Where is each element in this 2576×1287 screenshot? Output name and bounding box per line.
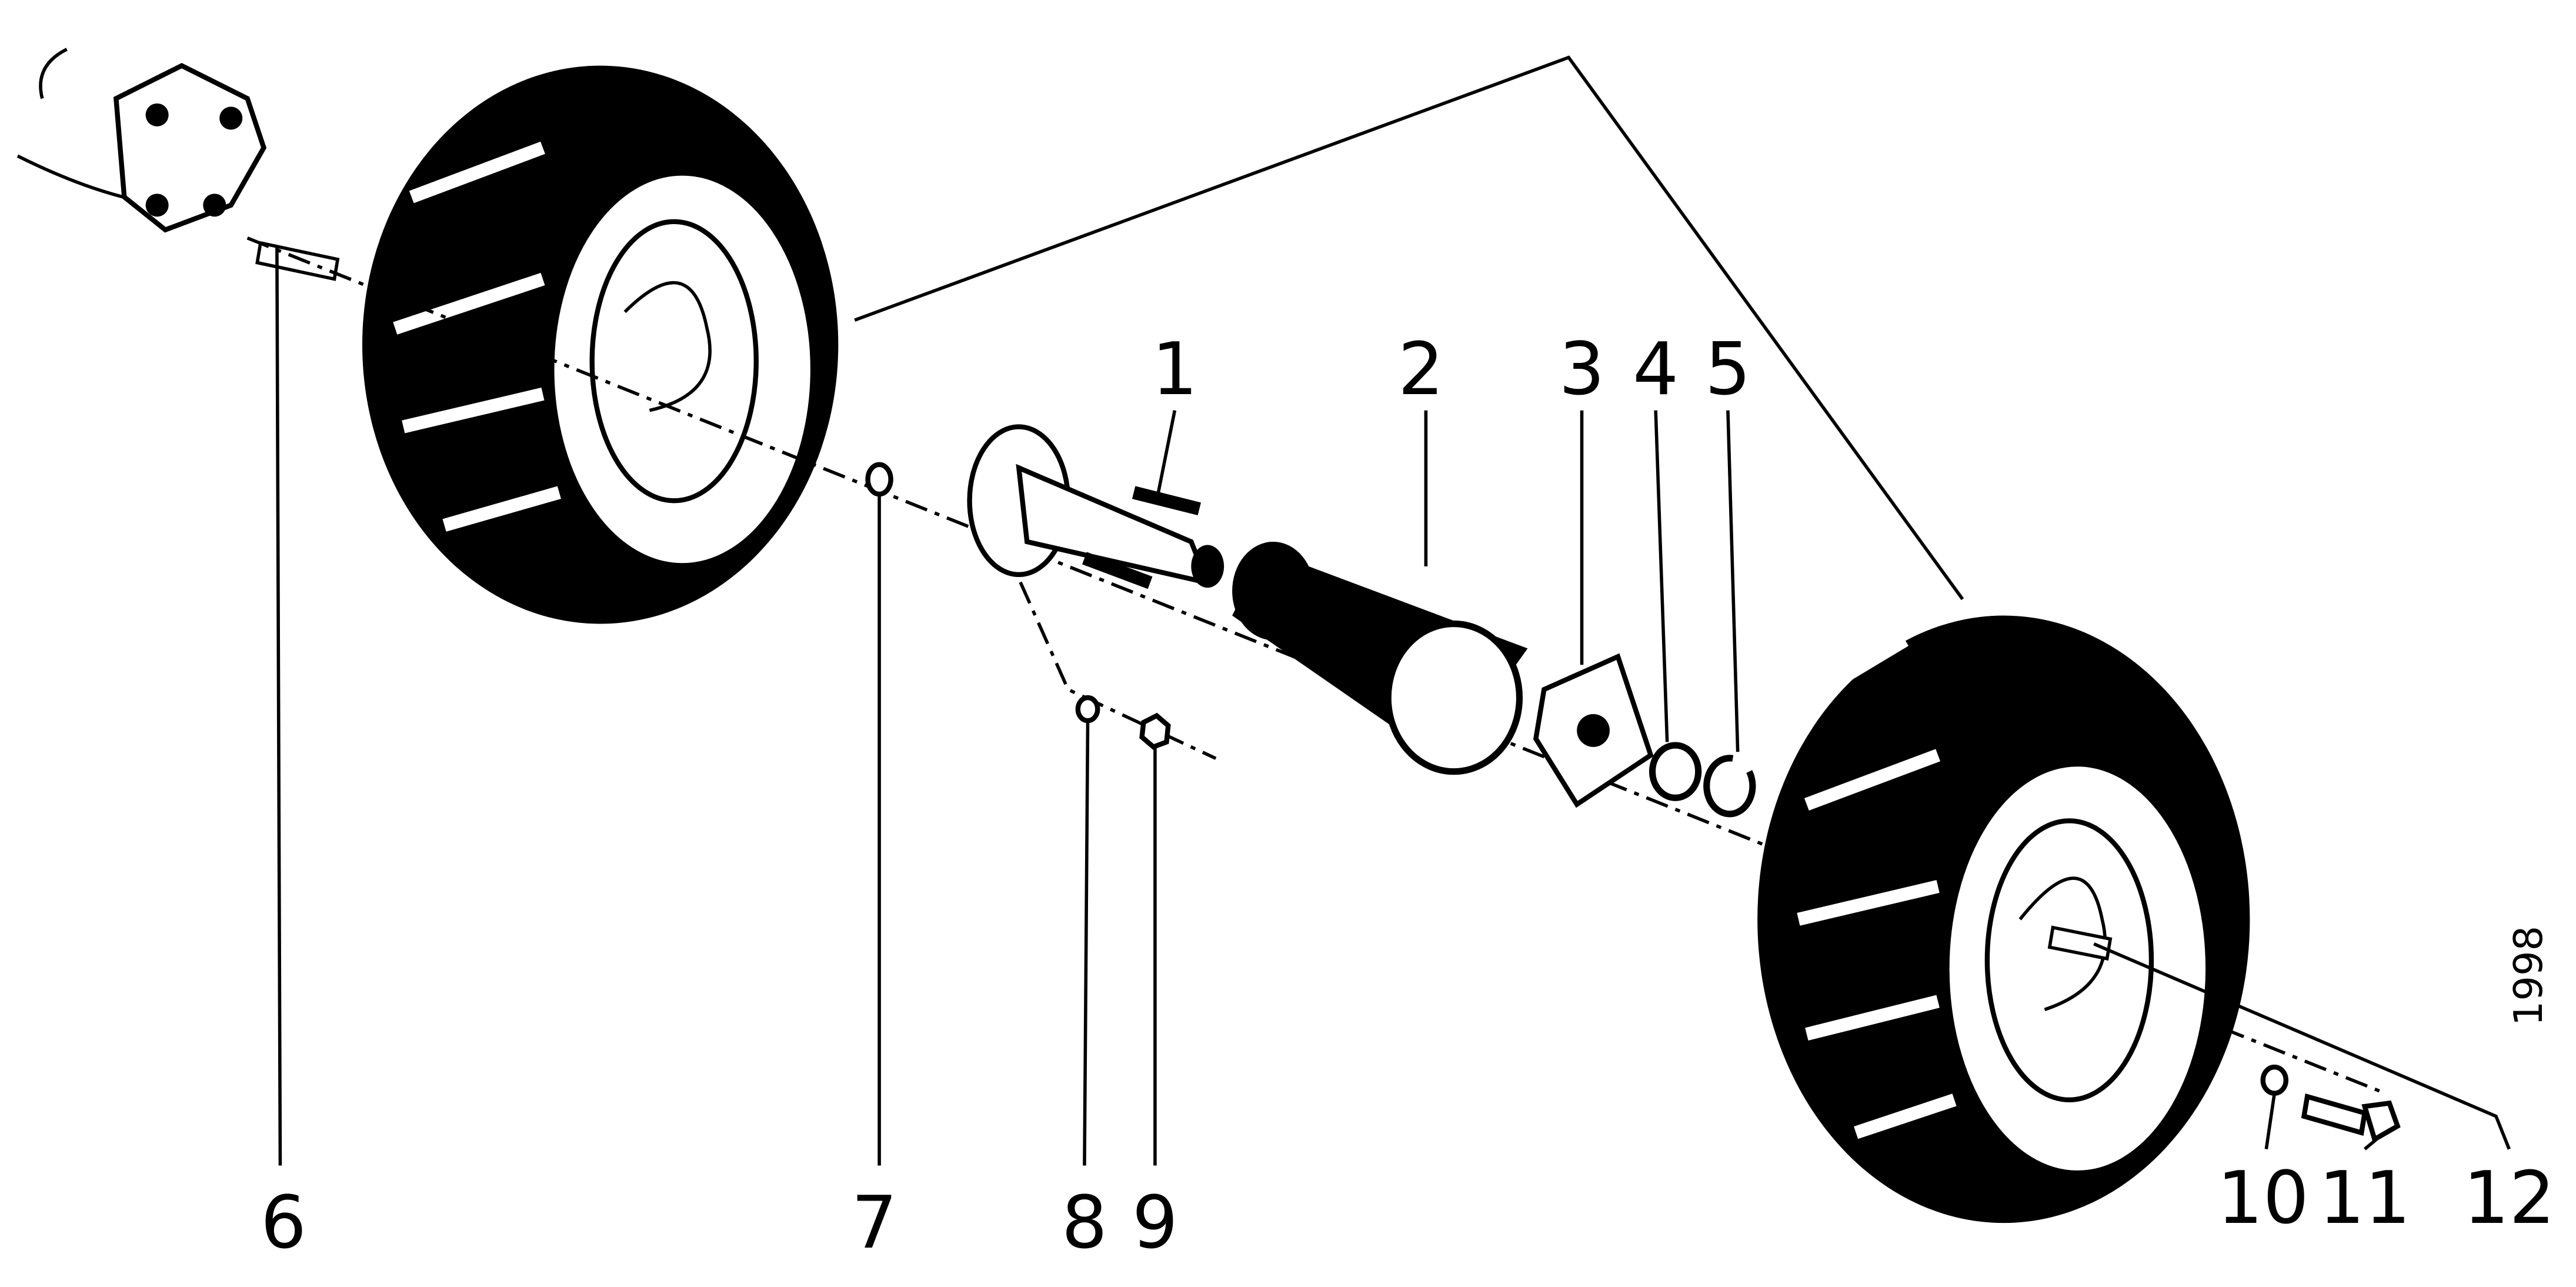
part-label-10: 10: [2217, 1156, 2309, 1240]
part-label-7: 7: [852, 1181, 897, 1265]
stud-6: [255, 241, 340, 281]
part-label-9: 9: [1132, 1181, 1178, 1265]
circlip-5: [1703, 755, 1756, 818]
part-label-12: 12: [2463, 1156, 2555, 1240]
part-label-11: 11: [2319, 1156, 2411, 1240]
bolt-11: [2301, 1093, 2401, 1143]
nut-9: [1139, 712, 1171, 750]
sleeve-2: [1232, 541, 1528, 775]
part-label-3: 3: [1559, 327, 1604, 411]
ring-4: [1649, 742, 1702, 801]
year-label: 1998: [2505, 926, 2551, 1026]
part-label-5: 5: [1705, 327, 1751, 411]
wheel-left: [362, 44, 839, 624]
part-label-4: 4: [1633, 327, 1679, 411]
flange-shaft-1: [967, 424, 1224, 589]
stud-12: [2047, 925, 2113, 961]
leader-lines: [275, 55, 2511, 1166]
washer-7: [865, 462, 893, 497]
wheel-right: [1757, 615, 2250, 1223]
hub-housing: [16, 48, 267, 233]
part-label-6: 6: [261, 1181, 306, 1265]
washer-10: [2260, 1064, 2289, 1096]
washer-8: [1075, 695, 1100, 723]
part-label-8: 8: [1062, 1181, 1107, 1265]
part-label-2: 2: [1398, 327, 1444, 411]
part-label-1: 1: [1152, 327, 1197, 411]
